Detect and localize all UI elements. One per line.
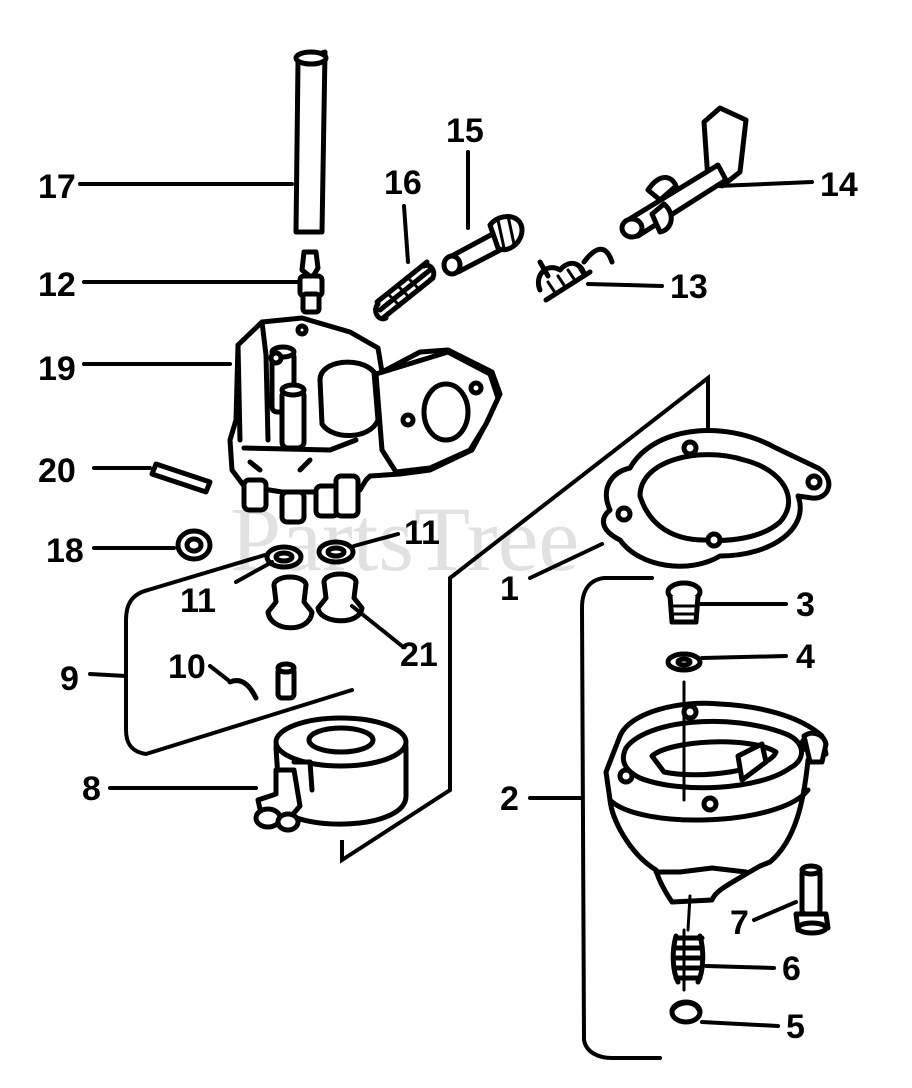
callout-11-right: 11 (404, 514, 440, 552)
callout-8: 8 (82, 770, 101, 808)
callout-4: 4 (796, 638, 815, 676)
callout-3: 3 (796, 586, 815, 624)
callout-15: 15 (446, 112, 484, 150)
part-20-pin[interactable] (149, 461, 213, 495)
part-1-gasket[interactable] (601, 428, 832, 569)
part-11-oring-right[interactable] (316, 539, 356, 565)
part-11-oring-left[interactable] (264, 544, 304, 570)
part-18-washer[interactable] (175, 528, 213, 562)
callout-labels: 1 2 3 4 5 6 7 8 9 10 11 11 12 13 14 15 1… (38, 112, 858, 1046)
part-16-spring[interactable] (373, 259, 437, 322)
callout-10: 10 (168, 648, 206, 686)
callout-12: 12 (38, 266, 76, 304)
part-17-tube[interactable] (293, 49, 329, 235)
part-15-screw[interactable] (441, 214, 525, 277)
part-4-washer[interactable] (665, 651, 703, 673)
part-14-shaft[interactable] (619, 105, 749, 240)
callout-1: 1 (500, 570, 519, 608)
part-19-carburetor-body[interactable] (227, 315, 503, 525)
leader-lines (78, 150, 814, 1028)
part-7-screw[interactable] (793, 863, 831, 936)
callout-19: 19 (38, 350, 76, 388)
callout-20: 20 (38, 452, 76, 490)
part-2-float-bowl[interactable] (603, 680, 829, 932)
callout-16: 16 (384, 164, 422, 202)
group-2-bracket (579, 576, 662, 1060)
callout-18: 18 (46, 532, 84, 570)
part-21-cap-right[interactable] (315, 571, 365, 624)
callout-14: 14 (820, 166, 858, 204)
callout-6: 6 (782, 950, 801, 988)
part-21-cap-left[interactable] (265, 574, 315, 631)
part-13-spring[interactable] (536, 246, 615, 303)
callout-2: 2 (500, 780, 519, 818)
group-1-bracket (340, 373, 710, 864)
callout-17: 17 (38, 168, 76, 206)
part-6-spring[interactable] (670, 928, 706, 992)
part-12-jet[interactable] (297, 249, 325, 315)
part-8-float[interactable] (253, 715, 409, 833)
callout-9: 9 (60, 660, 79, 698)
callout-7: 7 (730, 904, 749, 942)
callout-11-left: 11 (180, 582, 216, 620)
callout-5: 5 (786, 1008, 805, 1046)
part-10-clip-and-pin[interactable] (227, 661, 297, 701)
part-3-valve[interactable] (665, 580, 703, 625)
part-5-clip[interactable] (669, 999, 703, 1025)
callout-21: 21 (400, 636, 438, 674)
callout-13: 13 (670, 268, 708, 306)
